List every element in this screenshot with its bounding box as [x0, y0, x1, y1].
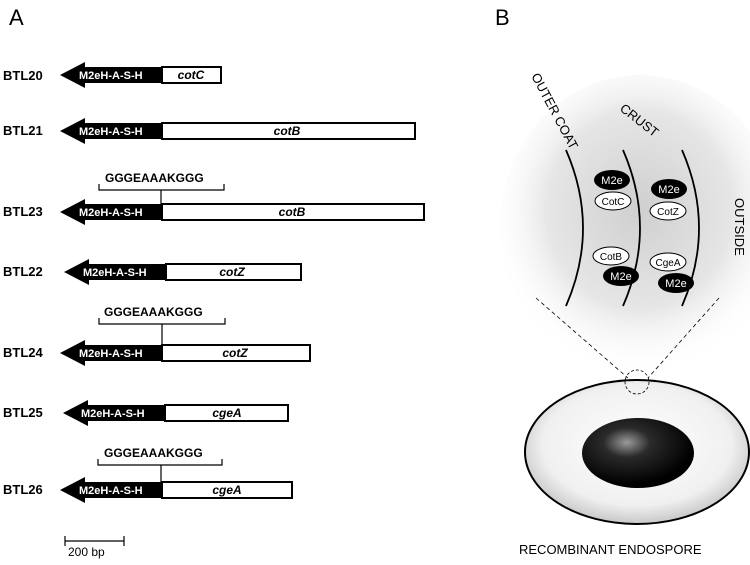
- gene-label: cgeA: [212, 483, 241, 497]
- construct-name: BTL22: [3, 264, 43, 279]
- cotc-anchor: [594, 191, 632, 211]
- cotz-anchor: [649, 201, 687, 221]
- construct-row: BTL25 M2eH-A-S-H cgeA: [3, 400, 289, 426]
- gene-box: [161, 66, 222, 84]
- tag-label: M2eH-A-S-H: [81, 408, 145, 420]
- zoom-circle: [624, 369, 650, 395]
- construct-row: GGGEAAAKGGG BTL26 M2eH-A-S-H cgeA: [3, 446, 293, 503]
- gene-label: cgeA: [212, 406, 241, 420]
- spore-core: [582, 418, 694, 488]
- construct-name: BTL20: [3, 68, 43, 83]
- panel-a-letter: A: [9, 5, 24, 30]
- cotc-label: CotC: [602, 197, 625, 208]
- construct-row: GGGEAAAKGGG BTL24 M2eH-A-S-H cotZ: [3, 305, 311, 366]
- tag-label: M2eH-A-S-H: [79, 485, 143, 497]
- m2e-antigen: [594, 170, 630, 190]
- construct-name: BTL26: [3, 482, 43, 497]
- linker-label: GGGEAAAKGGG: [104, 305, 203, 319]
- cotb-anchor: [592, 246, 630, 266]
- m2e-label: M2e: [658, 184, 679, 196]
- m2e-label: M2e: [665, 278, 686, 290]
- scale-bar-label: 200 bp: [68, 545, 105, 559]
- gene-box: [164, 404, 289, 422]
- construct-row: GGGEAAAKGGG BTL23 M2eH-A-S-H cotB: [3, 171, 425, 225]
- gene-box: [161, 203, 425, 221]
- m2e-antigen: [603, 266, 639, 286]
- construct-row: BTL20 M2eH-A-S-H cotC: [3, 62, 222, 88]
- gene-label: cotZ: [222, 346, 248, 360]
- panel-b-letter: B: [495, 5, 510, 30]
- construct-name: BTL25: [3, 405, 43, 420]
- inner-membrane-arc: [565, 149, 584, 307]
- tag-arrow: [60, 62, 162, 88]
- tag-label: M2eH-A-S-H: [79, 70, 143, 82]
- m2e-label: M2e: [610, 271, 631, 283]
- linker-bracket: [98, 318, 226, 345]
- outside-label: OUTSIDE: [732, 198, 747, 256]
- scale-bar: [64, 536, 125, 546]
- construct-row: BTL21 M2eH-A-S-H cotB: [3, 118, 416, 144]
- cgea-label: CgeA: [655, 258, 680, 269]
- spore-caption: RECOMBINANT ENDOSPORE: [519, 542, 702, 557]
- gene-box: [161, 122, 416, 140]
- construct-row: BTL22 M2eH-A-S-H cotZ: [3, 259, 302, 285]
- tag-label: M2eH-A-S-H: [79, 348, 143, 360]
- cotz-label: CotZ: [657, 207, 679, 218]
- m2e-label: M2e: [601, 175, 622, 187]
- linker-bracket: [97, 459, 223, 482]
- construct-name: BTL21: [3, 123, 43, 138]
- tag-arrow: [60, 118, 162, 144]
- tag-label: M2eH-A-S-H: [79, 126, 143, 138]
- linker-label: GGGEAAAKGGG: [105, 171, 204, 185]
- m2e-antigen: [651, 179, 687, 199]
- tag-label: M2eH-A-S-H: [83, 267, 147, 279]
- zoom-line-right: [647, 297, 720, 379]
- construct-name: BTL23: [3, 204, 43, 219]
- tag-arrow: [63, 400, 165, 426]
- tag-arrow: [60, 477, 162, 503]
- zoom-glow: [500, 75, 750, 375]
- gene-label: cotZ: [219, 265, 245, 279]
- linker-label: GGGEAAAKGGG: [104, 446, 203, 460]
- gene-label: cotB: [274, 124, 301, 138]
- gene-box: [161, 344, 311, 362]
- gene-box: [161, 481, 293, 499]
- tag-arrow: [60, 340, 162, 366]
- gene-label: cotC: [178, 68, 205, 82]
- construct-name: BTL24: [3, 345, 44, 360]
- linker-bracket: [98, 184, 225, 204]
- tag-arrow: [60, 199, 162, 225]
- cotb-label: CotB: [600, 252, 623, 263]
- zoom-line-left: [535, 297, 629, 379]
- tag-label: M2eH-A-S-H: [79, 207, 143, 219]
- m2e-antigen: [658, 273, 694, 293]
- gene-box: [165, 263, 302, 281]
- outer-coat-arc: [622, 149, 641, 307]
- tag-arrow: [64, 259, 166, 285]
- gene-label: cotB: [279, 205, 306, 219]
- cgea-anchor: [649, 252, 687, 272]
